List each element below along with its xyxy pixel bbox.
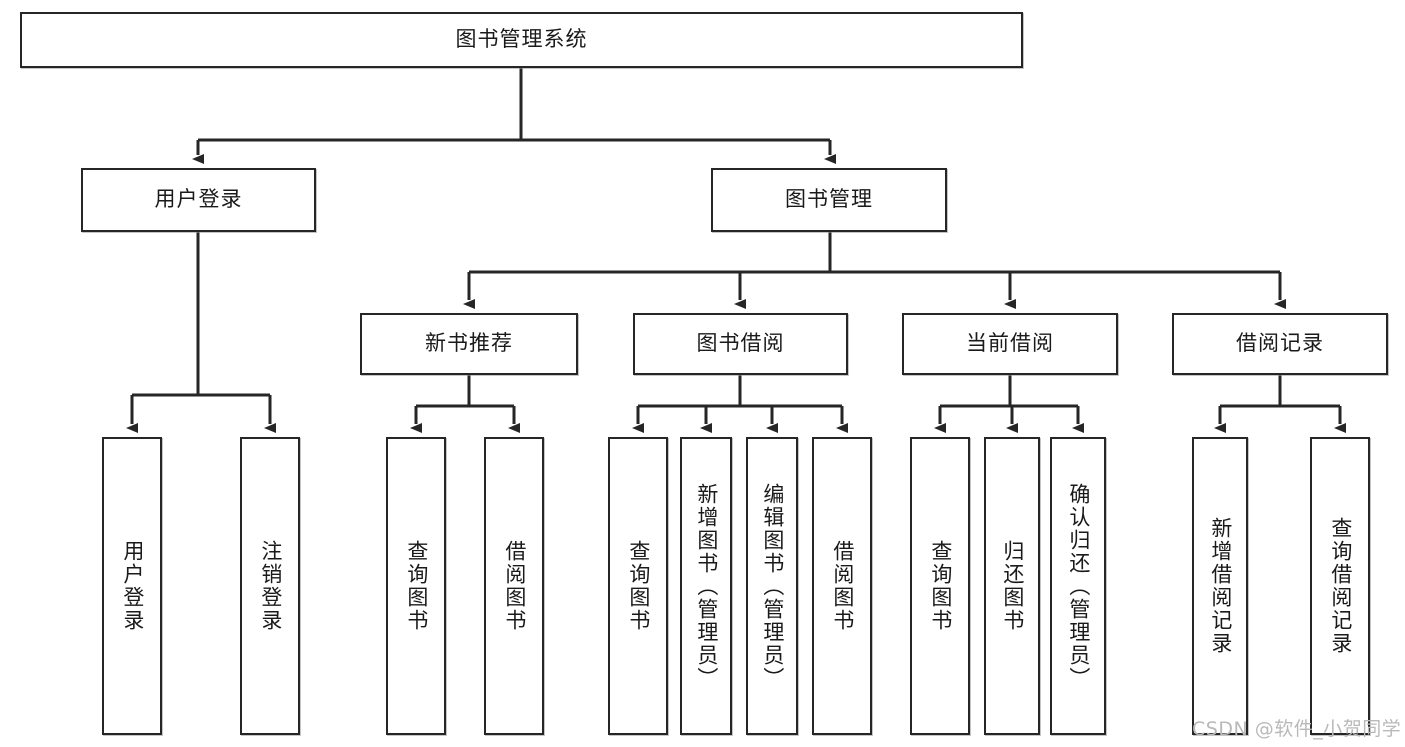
node-user-login[interactable]: 用户登录: [81, 168, 316, 232]
node-root-book-management-system[interactable]: 图书管理系统: [20, 12, 1023, 68]
node-label: 图书管理系统: [455, 27, 588, 52]
node-leaf-query-loan-record[interactable]: 查询借阅记录: [1310, 437, 1370, 735]
node-label: 查询图书: [928, 540, 953, 632]
node-leaf-query-book-current[interactable]: 查询图书: [910, 437, 970, 735]
node-leaf-borrow-book[interactable]: 借阅图书: [812, 437, 872, 735]
node-leaf-add-book-admin[interactable]: 新增图书（管理员）: [680, 437, 732, 735]
node-label: 新增图书（管理员）: [694, 482, 719, 690]
node-label: 新增借阅记录: [1208, 517, 1233, 655]
node-label: 图书管理: [785, 187, 873, 212]
node-leaf-query-book-borrow[interactable]: 查询图书: [608, 437, 668, 735]
node-leaf-return-book[interactable]: 归还图书: [984, 437, 1040, 735]
node-label: 借阅记录: [1236, 331, 1324, 356]
node-label: 归还图书: [1000, 540, 1025, 632]
node-leaf-logout[interactable]: 注销登录: [240, 437, 300, 735]
node-current-loans[interactable]: 当前借阅: [902, 313, 1118, 375]
node-leaf-edit-book-admin[interactable]: 编辑图书（管理员）: [746, 437, 798, 735]
csdn-watermark: CSDN @软件_小贺同学: [1192, 718, 1402, 740]
node-book-management[interactable]: 图书管理: [711, 168, 947, 232]
node-label: 查询图书: [404, 540, 429, 632]
node-label: 当前借阅: [966, 331, 1054, 356]
node-label: 借阅图书: [502, 540, 527, 632]
node-leaf-borrow-book-new[interactable]: 借阅图书: [484, 437, 544, 735]
node-leaf-query-book-new[interactable]: 查询图书: [386, 437, 446, 735]
node-label: 查询借阅记录: [1328, 517, 1353, 655]
node-label: 用户登录: [154, 187, 243, 212]
node-label: 查询图书: [626, 540, 651, 632]
node-label: 借阅图书: [830, 540, 855, 632]
node-label: 编辑图书（管理员）: [760, 482, 785, 690]
node-label: 注销登录: [258, 540, 283, 632]
node-leaf-user-login[interactable]: 用户登录: [102, 437, 162, 735]
node-label: 新书推荐: [425, 331, 513, 356]
node-label: 确认归还（管理员）: [1066, 482, 1091, 690]
node-new-book-recommendation[interactable]: 新书推荐: [360, 313, 578, 375]
node-book-borrowing[interactable]: 图书借阅: [633, 313, 848, 375]
node-label: 图书借阅: [696, 331, 785, 356]
node-leaf-add-loan-record[interactable]: 新增借阅记录: [1192, 437, 1248, 735]
node-loan-records[interactable]: 借阅记录: [1172, 313, 1388, 375]
node-leaf-confirm-return-admin[interactable]: 确认归还（管理员）: [1050, 437, 1106, 735]
node-label: 用户登录: [120, 540, 145, 632]
